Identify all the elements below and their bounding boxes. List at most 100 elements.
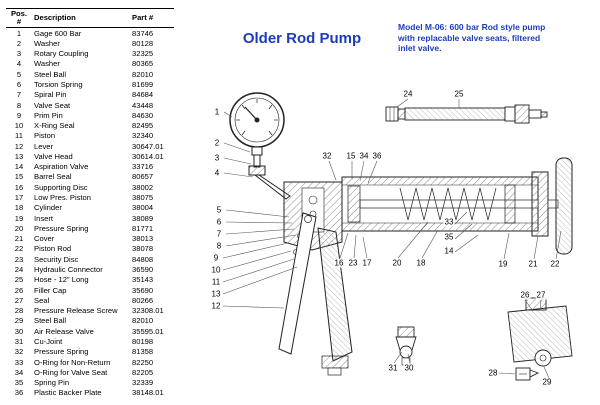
pos-cell: 27	[14, 295, 24, 305]
part-cell: 30647.01	[132, 141, 164, 151]
pos-cell: 20	[14, 223, 24, 233]
part-cell: 80266	[132, 295, 154, 305]
pos-cell: 33	[14, 357, 24, 367]
description-cell: Washer	[34, 38, 60, 48]
hose-detail	[385, 104, 548, 124]
description-cell: Rotary Coupling	[34, 49, 89, 59]
description-cell: Plastic Backer Plate	[34, 388, 102, 398]
pos-cell: 31	[14, 336, 24, 346]
pos-cell: 2	[16, 38, 22, 48]
pos-cell: 21	[14, 234, 24, 244]
part-cell: 82495	[132, 121, 154, 131]
part-cell: 38002	[132, 182, 154, 192]
description-cell: Pressure Spring	[34, 223, 89, 233]
description-cell: Hose - 12" Long	[34, 275, 89, 285]
part-cell: 84630	[132, 110, 154, 120]
part-cell: 38078	[132, 244, 154, 254]
description-cell: Supporting Disc	[34, 182, 88, 192]
pos-cell: 32	[14, 347, 24, 357]
part-cell: 81358	[132, 347, 154, 357]
description-cell: Torsion Spring	[34, 79, 83, 89]
pos-cell: 22	[14, 244, 24, 254]
table-row: 10 X-Ring Seal 82495	[6, 121, 174, 131]
part-cell: 35595.01	[132, 326, 164, 336]
description-cell: Pressure Release Screw	[34, 306, 118, 316]
table-row: 18 Cylinder 38004	[6, 203, 174, 213]
barrel	[341, 171, 559, 237]
pos-cell: 3	[16, 49, 22, 59]
pos-cell: 6	[16, 79, 22, 89]
pos-cell: 7	[16, 90, 22, 100]
description-cell: Washer	[34, 59, 60, 69]
part-cell: 84808	[132, 254, 154, 264]
pos-cell: 14	[14, 162, 24, 172]
description-cell: O-Ring for Valve Seat	[34, 367, 108, 377]
part-cell: 82010	[132, 316, 154, 326]
description-cell: Valve Head	[34, 151, 73, 161]
table-row: 3 Rotary Coupling 32325	[6, 49, 174, 59]
part-cell: 80128	[132, 38, 154, 48]
pos-cell: 11	[15, 131, 23, 141]
pos-cell: 34	[14, 367, 24, 377]
pos-cell: 26	[14, 285, 24, 295]
description-cell: X-Ring Seal	[34, 121, 75, 131]
description-cell: Hydraulic Connector	[34, 265, 103, 274]
description-cell: O-Ring for Non-Return	[34, 357, 111, 367]
rod-handle	[555, 157, 573, 255]
part-cell: 80657	[132, 172, 154, 182]
description-cell: Insert	[34, 213, 53, 223]
pos-cell: 10	[14, 121, 24, 131]
part-cell: 32325	[132, 49, 154, 59]
description-cell: Aspiration Valve	[34, 162, 89, 172]
part-cell: 38075	[132, 193, 154, 203]
description-cell: Low Pres. Piston	[34, 193, 91, 203]
part-cell: 80198	[132, 336, 154, 346]
pos-cell: 24	[14, 265, 24, 274]
part-cell: 35143	[132, 275, 154, 285]
description-cell: Prim Pin	[34, 110, 63, 120]
pos-cell: 29	[14, 316, 24, 326]
part-cell: 32308.01	[132, 306, 164, 316]
pos-cell: 8	[16, 100, 22, 110]
part-cell: 32340	[132, 131, 154, 141]
part-cell: 38004	[132, 203, 154, 213]
pos-cell: 1	[16, 28, 22, 38]
pos-cell: 36	[14, 388, 24, 398]
description-cell: Barrel Seal	[34, 172, 72, 182]
part-cell: 80365	[132, 59, 154, 69]
table-row: 11 Piston 32340	[6, 131, 174, 141]
part-cell: 81699	[132, 79, 154, 89]
page-title: Older Rod Pump	[242, 30, 362, 47]
pos-cell: 5	[16, 69, 22, 79]
table-header-row: Pos. # Description Part #	[6, 7, 174, 29]
description-cell: Valve Seat	[34, 100, 71, 110]
model-note: Model M-06: 600 bar Rod style pump with …	[398, 22, 546, 53]
part-cell: 30614.01	[132, 151, 164, 161]
part-cell: 83746	[132, 28, 154, 38]
filler-valve-detail	[507, 297, 573, 381]
description-cell: Piston	[34, 131, 56, 141]
description-cell: Air Release Valve	[34, 326, 94, 336]
header-part: Part #	[130, 7, 174, 29]
description-cell: Cylinder	[34, 203, 62, 213]
pos-cell: 18	[14, 203, 24, 213]
